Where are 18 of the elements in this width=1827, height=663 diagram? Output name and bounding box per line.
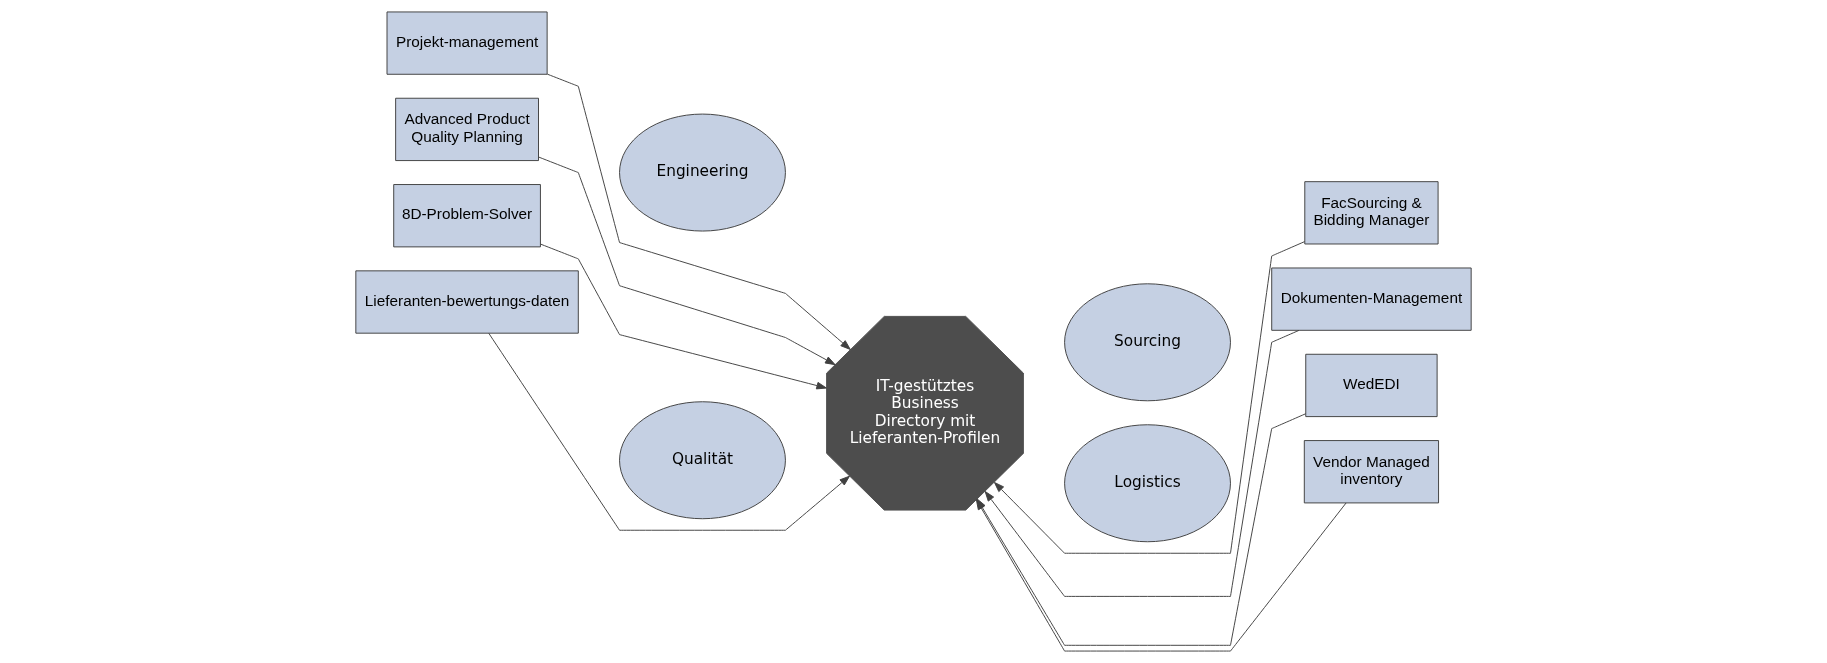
- arrow: [546, 73, 851, 350]
- node-box: Vendor Managed inventory: [1303, 440, 1440, 504]
- node-box: 8D-Problem-Solver: [393, 184, 541, 248]
- node-box: FacSourcing & Bidding Manager: [1304, 181, 1439, 245]
- node-ellipse: Sourcing: [1064, 283, 1231, 402]
- node-box: Lieferanten-bewertungs-daten: [355, 270, 579, 334]
- arrow: [984, 329, 1300, 597]
- node-ellipse: Logistics: [1064, 424, 1231, 543]
- arrow: [540, 243, 827, 390]
- node-ellipse: Engineering: [619, 113, 786, 232]
- node-box: WedEDI: [1305, 353, 1438, 418]
- node-box: Projekt-management: [386, 11, 548, 75]
- arrow: [538, 156, 836, 366]
- arrow: [994, 241, 1306, 554]
- arrow: [488, 332, 850, 531]
- node-ellipse: Qualität: [619, 401, 786, 520]
- node-box: Dokumenten-Management: [1271, 267, 1472, 331]
- node-box: Advanced Product Quality Planning: [395, 97, 539, 162]
